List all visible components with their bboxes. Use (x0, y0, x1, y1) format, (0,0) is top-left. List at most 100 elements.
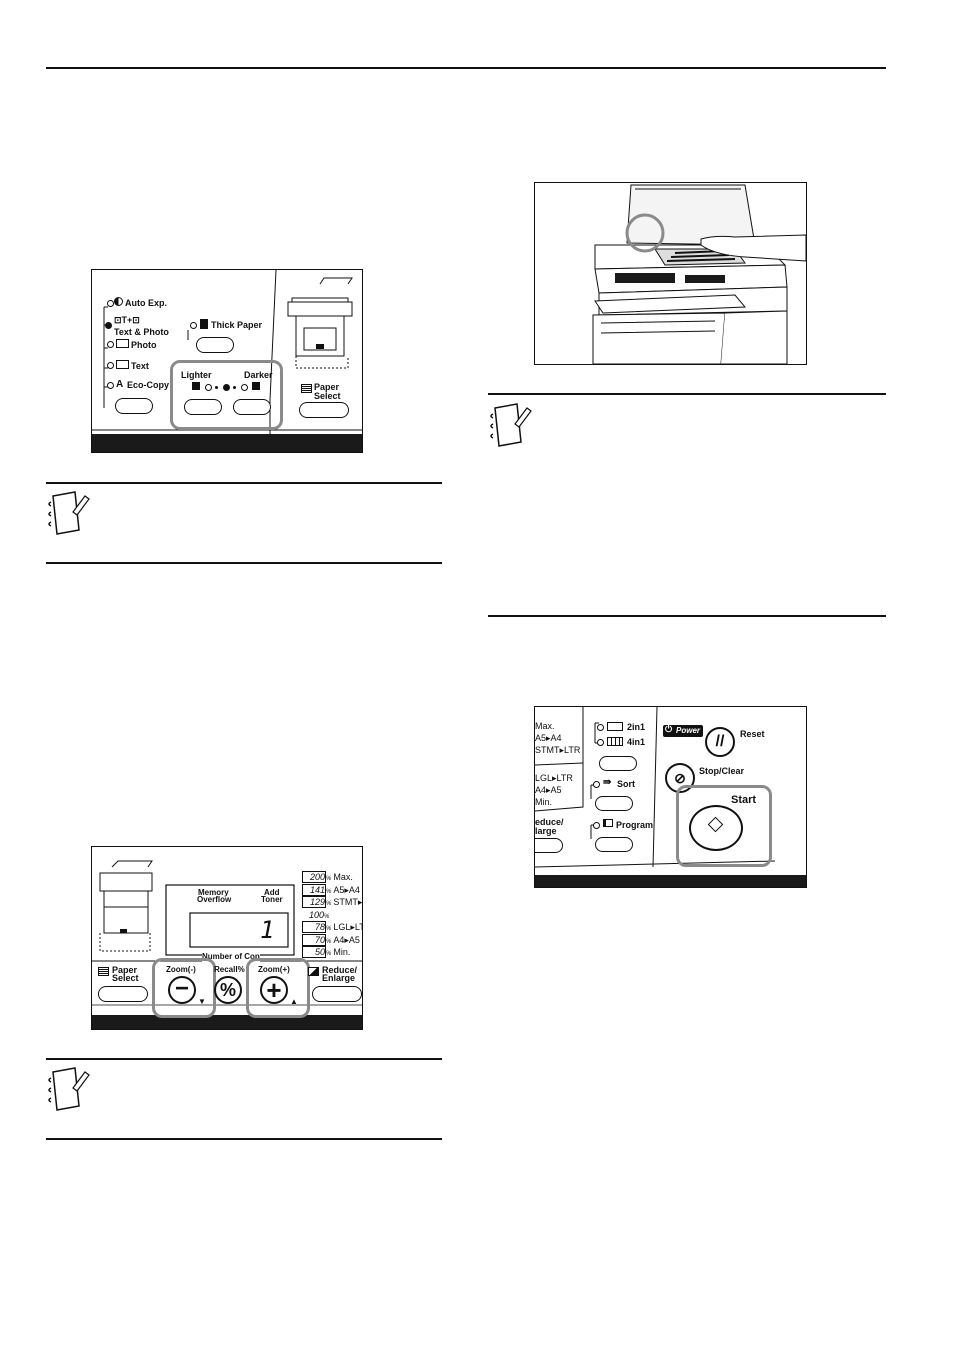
density-dot-2 (233, 386, 236, 389)
zoom-plus-button[interactable]: + (260, 976, 288, 1004)
percent-sign: % (326, 951, 332, 957)
lighter-icon (192, 382, 200, 390)
darker-label: Darker (244, 370, 273, 380)
two-in-one-label: 2in1 (627, 722, 646, 732)
note-icon (490, 403, 532, 447)
text-photo-icon: ⊡T+⊡ (114, 315, 140, 325)
power-icon: ⏻ (665, 724, 673, 734)
eco-copy-label: Eco-Copy (127, 380, 170, 390)
ratio-percent: 50 (302, 946, 326, 958)
density-led-3 (241, 384, 248, 391)
ratio-row: 70%A4▸A5 (302, 930, 362, 946)
ratio-percent: 78 (302, 921, 326, 933)
arrow-down-icon: ▼ (198, 997, 206, 1006)
zoom-plus-label: Zoom(+) (258, 965, 290, 974)
recall-button[interactable]: % (214, 976, 242, 1004)
paper-select-button[interactable] (98, 986, 148, 1002)
ratio-min: Min. (535, 797, 553, 807)
ratio-a5-a4: A5▸A4 (535, 733, 562, 743)
note-rule-top-2 (46, 1058, 442, 1060)
power-indicator (663, 725, 703, 737)
zoom-minus-label: Zoom(-) (166, 965, 196, 974)
ratio-a4-a5: A4▸A5 (535, 785, 562, 795)
ratio-max: Max. (535, 721, 555, 731)
start-button[interactable] (689, 805, 743, 851)
ratio-label: A4▸A5 (333, 934, 360, 945)
darker-icon (252, 382, 260, 390)
darker-button[interactable] (233, 399, 271, 415)
lighter-button[interactable] (184, 399, 222, 415)
note-rule-bottom-2 (46, 1138, 442, 1140)
memory-overflow-label-2: Overflow (197, 895, 232, 904)
zoom-minus-button[interactable]: − (168, 976, 196, 1004)
ratio-row: 141%A5▸A4 (302, 880, 362, 896)
reduce-enlarge-button[interactable] (312, 986, 362, 1002)
copy-count-display: 1 (260, 916, 275, 944)
sort-button[interactable] (595, 796, 633, 811)
paper-select-button[interactable] (299, 402, 349, 418)
ratio-percent: 100 (308, 909, 324, 920)
note-rule-top-3 (488, 393, 886, 395)
text-photo-led (105, 322, 112, 329)
auto-exp-label: Auto Exp. (125, 298, 167, 308)
paper-select-label-2: Select (112, 973, 139, 983)
add-toner-label-1: Add (264, 888, 280, 897)
program-label: Program (616, 820, 654, 830)
four-in-one-label: 4in1 (627, 737, 646, 747)
reset-button[interactable]: // (705, 727, 735, 757)
exposure-mode-button[interactable] (115, 398, 153, 414)
lighter-label: Lighter (181, 370, 212, 380)
sort-label: Sort (617, 779, 635, 789)
density-led-2 (223, 384, 230, 391)
thick-paper-led (190, 322, 197, 329)
paper-select-label-2: Select (314, 391, 341, 401)
note-icon (48, 1067, 90, 1111)
photo-led (107, 341, 114, 348)
start-panel-lines (535, 707, 806, 887)
program-led (593, 822, 600, 829)
percent-sign: % (326, 876, 332, 882)
percent-sign: % (324, 913, 330, 920)
copier-platen-illustration (534, 182, 807, 365)
copier-drawing (592, 184, 806, 364)
eco-copy-icon: A (116, 379, 124, 390)
zoom-panel-illustration: Memory Overflow Add Toner 1 Number of Co… (91, 846, 363, 1030)
start-highlight (676, 785, 772, 867)
auto-exp-led (107, 300, 114, 307)
paper-select-label-1: Paper (112, 965, 138, 975)
zoom-panel-lines (92, 860, 362, 1029)
ratio-percent: 141 (302, 883, 326, 896)
two-in-one-led (597, 724, 604, 731)
percent-sign: % (326, 926, 332, 932)
reduce-enlarge-button[interactable] (535, 838, 563, 853)
reduce-enlarge-label-1: educe/ (535, 817, 564, 827)
memory-overflow-label-1: Memory (198, 888, 229, 897)
program-button[interactable] (595, 837, 633, 852)
ratio-label: Min. (333, 947, 351, 957)
four-in-one-led (597, 739, 604, 746)
ratio-row: 78%LGL▸LT (302, 917, 363, 933)
note-rule-bottom-1 (46, 562, 442, 564)
ratio-percent: 70 (302, 933, 326, 946)
ratio-lgl-ltr: LGL▸LTR (535, 773, 573, 783)
four-in-one-icon (607, 737, 623, 746)
ratio-row: 100% (302, 905, 362, 920)
density-led-1 (205, 384, 212, 391)
thick-paper-button[interactable] (196, 337, 234, 353)
photo-icon (116, 339, 129, 348)
thick-paper-icon (200, 319, 208, 329)
ratio-row: 50%Min. (302, 942, 362, 958)
ratio-row: 129%STMT▸ (302, 892, 362, 908)
ratio-row: 200%Max. (302, 867, 362, 883)
ratio-label: A5▸A4 (333, 884, 360, 895)
program-icon (603, 819, 613, 827)
note-rule-bottom-3 (488, 615, 886, 617)
ratio-label: LGL▸LT (333, 922, 363, 932)
reduce-enlarge-label-2: Enlarge (322, 973, 356, 983)
combine-button[interactable] (599, 756, 637, 771)
percent-sign: % (326, 888, 332, 895)
density-dot-1 (215, 386, 218, 389)
percent-sign: % (326, 901, 332, 907)
power-label: Power (676, 726, 701, 735)
